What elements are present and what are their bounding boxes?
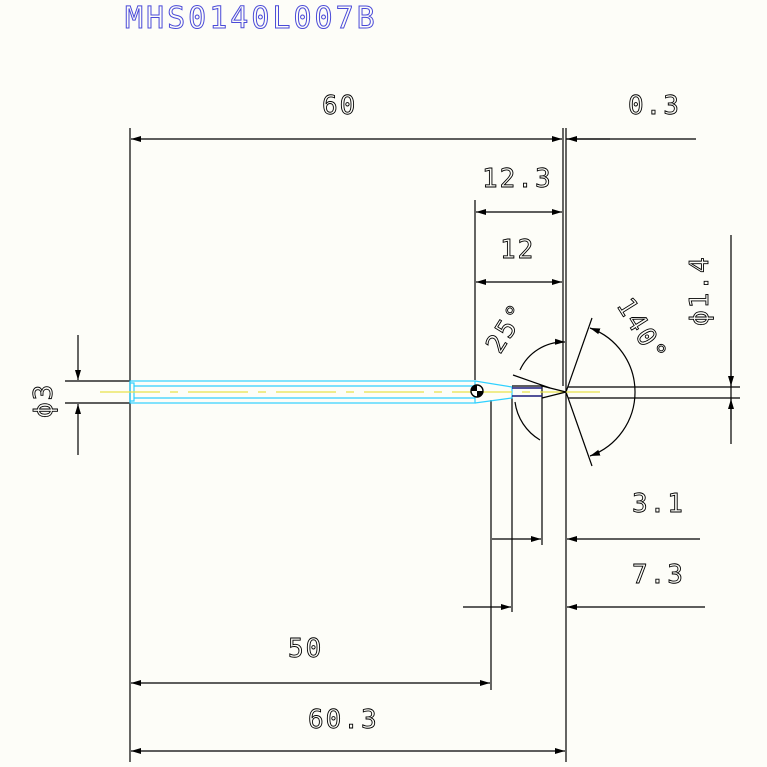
part-number-title: MHS0140L007B	[125, 1, 378, 36]
dimension-lines	[75, 136, 734, 754]
drill-body	[100, 380, 600, 404]
dim-shank-diameter: ϕ3	[29, 383, 59, 418]
dim-overall-length: 60	[322, 91, 357, 121]
extension-lines	[65, 128, 740, 762]
dimension-labels: 60 0.3 12.3 12 25° 140° ϕ1.4 ϕ3 3.1 7.3 …	[29, 91, 716, 736]
dim-point-angle: 140°	[610, 293, 673, 369]
dim-step-1: 3.1	[632, 489, 685, 519]
dim-flute-length: 12	[500, 235, 535, 265]
angle-annotations	[512, 317, 636, 467]
dim-total-length: 60.3	[308, 705, 379, 735]
dim-tip-diameter: ϕ1.4	[685, 255, 715, 326]
dim-step-2: 7.3	[632, 560, 685, 590]
dim-tip-offset: 0.3	[628, 91, 681, 121]
dim-neck-angle: 25°	[480, 298, 534, 359]
dim-flute-length-total: 12.3	[482, 164, 553, 194]
dim-shank-length: 50	[288, 634, 323, 664]
